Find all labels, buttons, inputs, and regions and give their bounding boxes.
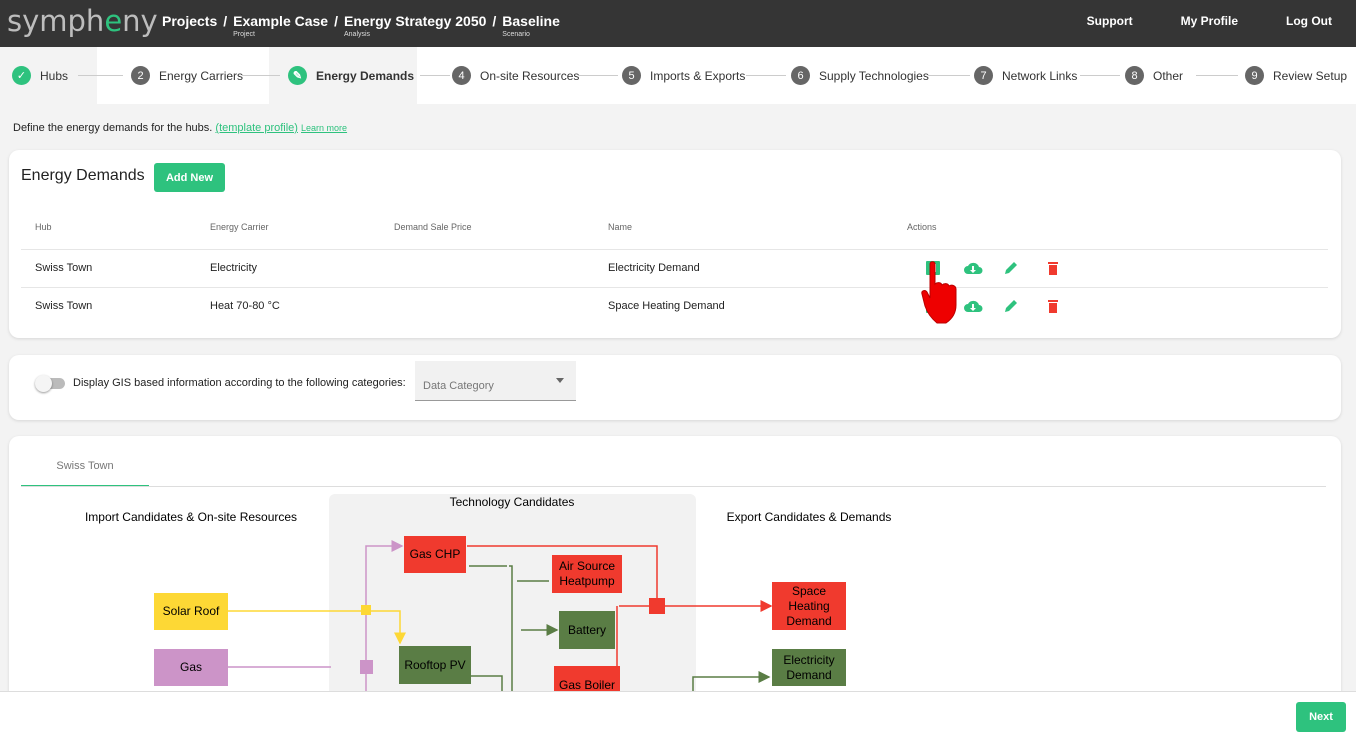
node-solar-roof[interactable] <box>154 593 228 630</box>
select-placeholder: Data Category <box>423 380 494 392</box>
step-supply-technologies[interactable]: 6 Supply Technologies <box>791 66 929 85</box>
step-label: Energy Carriers <box>159 68 244 83</box>
pencil-icon[interactable] <box>1003 260 1019 276</box>
step-label: Other <box>1153 68 1184 83</box>
node-battery[interactable] <box>559 611 615 649</box>
logo[interactable]: sympheny <box>7 4 158 38</box>
table-row: Swiss Town Heat 70-80 °C Space Heating D… <box>21 287 1328 325</box>
node-gas-chp[interactable] <box>404 536 466 573</box>
trash-icon[interactable] <box>1045 260 1061 276</box>
step-network-links[interactable]: 7 Network Links <box>974 66 1077 85</box>
stepper: ✓ Hubs 2 Energy Carriers ✎ Energy Demands 4… <box>0 47 1356 104</box>
imports-heading: Import Candidates & On-site Resources <box>85 510 297 524</box>
step-energy-demands[interactable]: ✎ Energy Demands <box>288 66 414 85</box>
node-gas[interactable] <box>154 649 228 686</box>
step-number: 7 <box>974 66 993 85</box>
cell-hub: Swiss Town <box>35 300 93 312</box>
step-number: 8 <box>1125 66 1144 85</box>
step-label: Review Setup <box>1273 68 1348 83</box>
learn-more-link[interactable]: Learn more <box>301 123 348 133</box>
hand-cursor-icon <box>921 261 957 324</box>
step-label: Supply Technologies <box>819 68 929 83</box>
my-profile-link[interactable]: My Profile <box>1180 14 1239 28</box>
footer: Next <box>0 691 1356 736</box>
cloud-download-icon[interactable] <box>963 260 983 276</box>
step-other[interactable]: 8 Other <box>1125 66 1183 85</box>
col-name: Name <box>608 222 633 232</box>
svg-text:Space: Space <box>792 584 826 598</box>
cell-name: Electricity Demand <box>608 262 700 274</box>
energy-demands-card: Energy Demands Add New Hub Energy Carrie… <box>9 150 1341 338</box>
section-title: Energy Demands <box>21 167 145 184</box>
step-number: 4 <box>452 66 471 85</box>
step-hubs[interactable]: ✓ Hubs <box>12 66 68 85</box>
step-onsite-resources[interactable]: 4 On-site Resources <box>452 66 579 85</box>
step-label: Energy Demands <box>316 68 415 83</box>
step-label: Hubs <box>40 68 69 83</box>
cell-hub: Swiss Town <box>35 262 93 274</box>
step-label: Imports & Exports <box>650 68 746 83</box>
svg-text:Demand: Demand <box>786 614 831 628</box>
step-label: Network Links <box>1002 68 1078 83</box>
data-category-select[interactable]: Data Category <box>415 361 576 401</box>
svg-text:Battery: Battery <box>568 623 606 637</box>
trash-icon[interactable] <box>1045 298 1061 314</box>
step-review-setup[interactable]: 9 Review Setup <box>1245 66 1347 85</box>
template-profile-link[interactable]: (template profile) <box>215 122 298 134</box>
add-new-button[interactable]: Add New <box>154 163 225 192</box>
step-number: 6 <box>791 66 810 85</box>
cell-carrier: Heat 70-80 °C <box>210 300 280 312</box>
next-button[interactable]: Next <box>1296 702 1346 732</box>
diagram-card: Swiss Town Import Candidates & On-site R… <box>9 436 1341 736</box>
crumb-projects[interactable]: Projects <box>162 13 218 29</box>
step-imports-exports[interactable]: 5 Imports & Exports <box>622 66 745 85</box>
svg-text:Electricity: Electricity <box>783 653 834 667</box>
check-icon: ✓ <box>12 66 31 85</box>
logout-link[interactable]: Log Out <box>1286 14 1332 28</box>
caret-down-icon <box>556 378 564 383</box>
svg-text:Solar Roof: Solar Roof <box>163 604 220 618</box>
col-actions: Actions <box>907 222 937 232</box>
svg-text:Gas CHP: Gas CHP <box>410 547 461 561</box>
tech-heading: Technology Candidates <box>450 495 575 509</box>
gis-toggle[interactable] <box>35 375 65 392</box>
step-number: 2 <box>131 66 150 85</box>
col-energy-carrier: Energy Carrier <box>210 222 269 232</box>
step-energy-carriers[interactable]: 2 Energy Carriers <box>131 66 243 85</box>
cloud-download-icon[interactable] <box>963 298 983 314</box>
energy-hub-diagram: Import Candidates & On-site Resources Te… <box>85 494 892 736</box>
cell-carrier: Electricity <box>210 262 258 274</box>
node-space-heating-demand[interactable] <box>772 582 846 630</box>
svg-text:Gas Boiler: Gas Boiler <box>559 678 615 692</box>
svg-text:Demand: Demand <box>786 668 831 682</box>
col-hub: Hub <box>35 222 52 232</box>
svg-text:Air Source: Air Source <box>559 559 615 573</box>
gis-label: Display GIS based information according … <box>73 377 406 389</box>
step-number: 5 <box>622 66 641 85</box>
support-link[interactable]: Support <box>1086 14 1133 28</box>
pencil-icon[interactable] <box>1003 298 1019 314</box>
svg-text:Gas: Gas <box>180 660 202 674</box>
exports-heading: Export Candidates & Demands <box>727 510 892 524</box>
step-label: On-site Resources <box>480 68 580 83</box>
table-row: Swiss Town Electricity Electricity Deman… <box>21 249 1328 287</box>
svg-text:Heatpump: Heatpump <box>559 574 615 588</box>
node-air-source-heatpump[interactable] <box>552 555 622 593</box>
gis-card: Display GIS based information according … <box>9 355 1341 420</box>
svg-text:Rooftop PV: Rooftop PV <box>404 658 465 672</box>
cell-name: Space Heating Demand <box>608 300 725 312</box>
intro-text: Define the energy demands for the hubs. … <box>13 122 348 134</box>
step-number: 9 <box>1245 66 1264 85</box>
node-rooftop-pv[interactable] <box>399 646 471 684</box>
pencil-icon: ✎ <box>288 66 307 85</box>
col-demand-sale-price: Demand Sale Price <box>394 222 472 232</box>
svg-text:Heating: Heating <box>788 599 829 613</box>
node-electricity-demand[interactable] <box>772 649 846 686</box>
